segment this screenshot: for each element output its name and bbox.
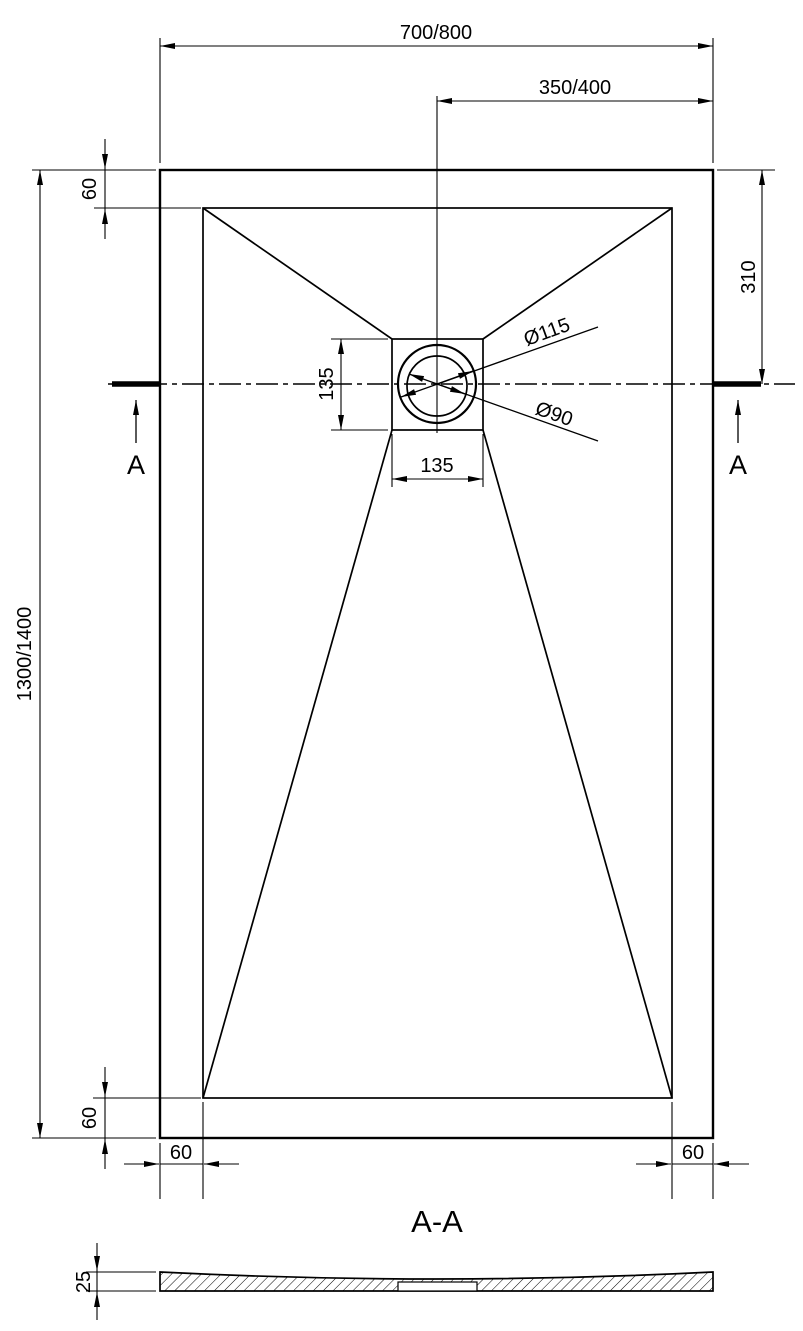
dim-drain-offset: 350/400 — [539, 77, 611, 99]
extension-lines — [32, 38, 775, 1292]
leader-drain-outer — [400, 326, 599, 398]
leader-drain-inner — [436, 383, 466, 395]
slope-line-bottom-left — [202, 429, 393, 1099]
cut-label-left: A — [127, 450, 145, 480]
section-view: A-A — [159, 1204, 714, 1292]
slope-line-top-left — [202, 207, 393, 340]
dim-overall-width: 700/800 — [400, 22, 472, 44]
section-drain-notch — [397, 1281, 478, 1292]
dim-rim-bottom-left: 60 — [170, 1142, 192, 1164]
dim-drain-box-height: 135 — [316, 367, 338, 400]
slope-line-bottom-right — [482, 429, 673, 1099]
dim-rim-bottom: 60 — [79, 1107, 101, 1129]
dim-drain-box-width: 135 — [420, 455, 453, 477]
slope-line-top-right — [482, 207, 673, 340]
cut-label-right: A — [729, 450, 747, 480]
leader-drain-outer — [436, 370, 474, 385]
dim-rim-bottom-right: 60 — [682, 1142, 704, 1164]
dimensions: 700/800 350/400 60 1300/1400 310 135 135… — [14, 22, 765, 1320]
section-title: A-A — [411, 1204, 463, 1239]
dim-rim-top: 60 — [79, 178, 101, 200]
cutting-plane: A A — [108, 96, 795, 480]
dim-overall-length: 1300/1400 — [14, 607, 36, 702]
drain-slope-lines — [202, 207, 673, 1099]
dim-thickness: 25 — [73, 1271, 95, 1293]
dim-drain-from-top: 310 — [738, 260, 760, 293]
